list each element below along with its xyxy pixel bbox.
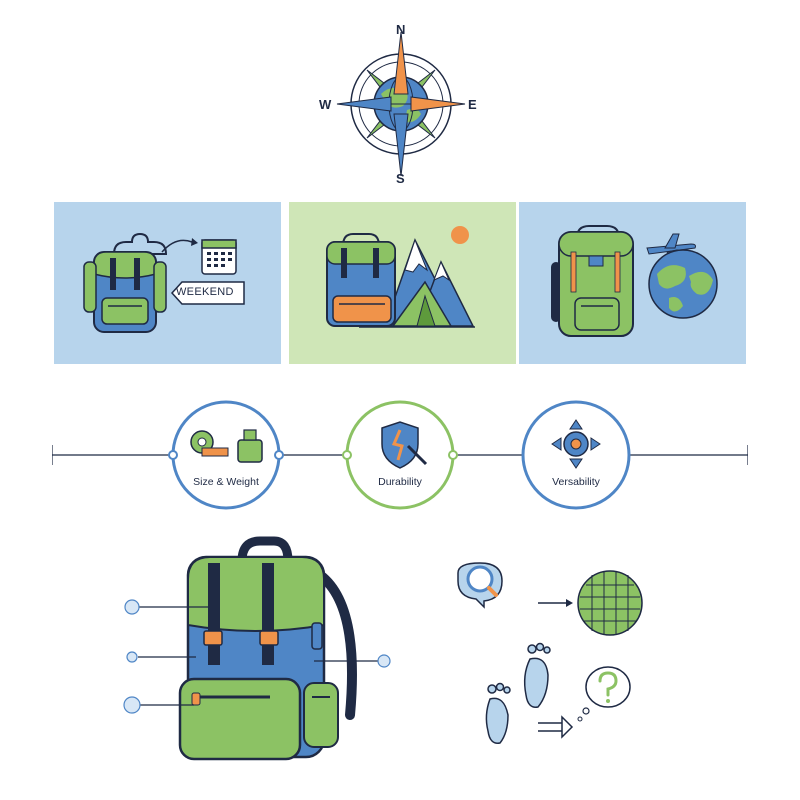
compass-rose: N E S W [319, 20, 477, 186]
panel-weekend-trip [54, 202, 281, 364]
weekend-backpack-illustration [54, 202, 281, 364]
factor-timeline: Size & Weight Durability Versability [51, 380, 749, 530]
anatomy-illustration [123, 536, 643, 761]
backpack-anatomy-and-choice [110, 535, 670, 790]
panel-travel-trip [519, 202, 746, 364]
compass-north-label: N [396, 22, 406, 37]
compass-east-label: E [468, 97, 477, 112]
timeline-line [51, 400, 749, 510]
compass-icon [336, 31, 466, 177]
factor-durability-label: Durability [378, 476, 422, 488]
weekend-tag-label: WEEKEND [176, 286, 234, 298]
panel-camping-trip [289, 202, 516, 364]
factor-size-weight-label: Size & Weight [193, 476, 259, 488]
compass-south-label: S [396, 171, 405, 186]
compass-west-label: W [319, 97, 332, 112]
travel-backpack-illustration [519, 202, 746, 364]
camping-backpack-illustration [289, 202, 516, 364]
factor-versatility-label: Versability [552, 476, 600, 488]
